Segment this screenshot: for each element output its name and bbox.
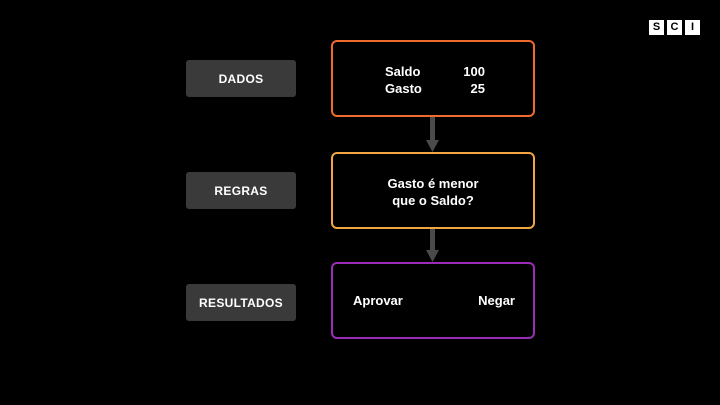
arrow-regras-to-resultados <box>426 229 439 262</box>
arrow-dados-to-regras <box>426 117 439 152</box>
gasto-value: 25 <box>470 81 485 96</box>
sci-logo: S C I <box>649 20 700 35</box>
regras-box: Gasto é menor que o Saldo? <box>331 152 535 229</box>
rule-line-2: que o Saldo? <box>392 192 474 208</box>
option-negar: Negar <box>478 293 515 308</box>
saldo-key: Saldo <box>385 64 421 79</box>
label-resultados: RESULTADOS <box>186 284 296 321</box>
logo-letter-c: C <box>667 20 682 35</box>
dados-values: Saldo 100 Gasto 25 <box>385 64 485 97</box>
dados-box: Saldo 100 Gasto 25 <box>331 40 535 117</box>
option-aprovar: Aprovar <box>353 293 403 308</box>
label-dados: DADOS <box>186 60 296 97</box>
saldo-value: 100 <box>463 64 485 79</box>
gasto-key: Gasto <box>385 81 422 96</box>
resultados-box: Aprovar Negar <box>331 262 535 339</box>
logo-letter-s: S <box>649 20 664 35</box>
rule-line-1: Gasto é menor <box>387 175 479 191</box>
label-regras: REGRAS <box>186 172 296 209</box>
logo-letter-i: I <box>685 20 700 35</box>
rule-text: Gasto é menor que o Saldo? <box>333 154 533 227</box>
